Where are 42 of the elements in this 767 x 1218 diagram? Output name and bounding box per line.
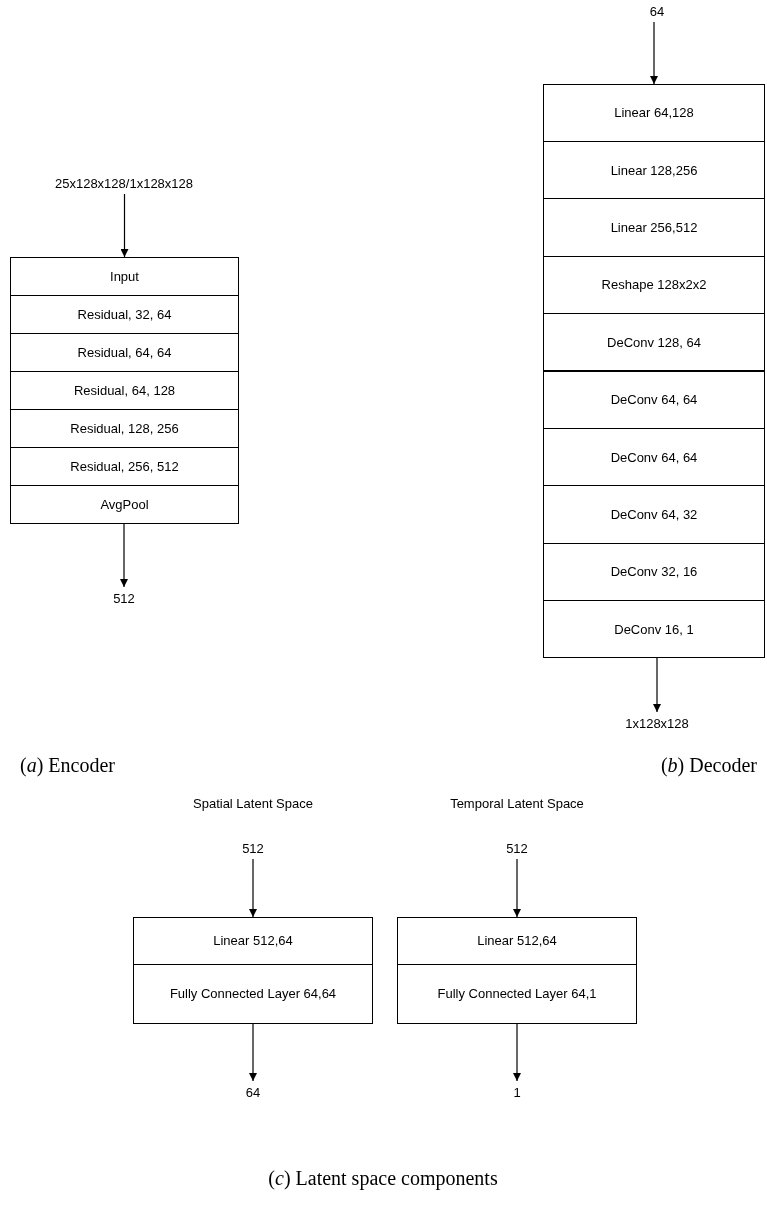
- tensor-size: 25x128x128/1x128x128: [44, 174, 204, 192]
- arrow: [120, 522, 128, 588]
- layer-box: Linear 512,64: [397, 916, 637, 965]
- caption: (a) Encoder: [20, 753, 115, 779]
- layer-box: Fully Connected Layer 64,1: [397, 963, 637, 1024]
- arrow: [513, 1022, 521, 1082]
- layer-box: DeConv 64, 64: [543, 427, 765, 487]
- layer-box: Linear 512,64: [133, 916, 373, 965]
- section-title: Spatial Latent Space: [192, 795, 314, 813]
- tensor-size: 64: [627, 2, 687, 20]
- layer-box: AvgPool: [10, 484, 239, 524]
- arrow: [650, 21, 658, 85]
- caption: (b) Decoder: [660, 753, 757, 779]
- layer-box: Linear 128,256: [543, 140, 765, 200]
- tensor-size: 512: [487, 839, 547, 857]
- arrow: [249, 1022, 257, 1082]
- arrow: [249, 858, 257, 918]
- layer-box: Residual, 64, 64: [10, 332, 239, 372]
- layer-box: DeConv 64, 64: [543, 370, 765, 429]
- layer-box: Residual, 256, 512: [10, 446, 239, 486]
- tensor-size: 512: [94, 589, 154, 607]
- tensor-size: 1x128x128: [612, 714, 702, 732]
- arrow: [513, 858, 521, 918]
- arrow: [120, 193, 129, 258]
- layer-box: Input: [10, 256, 239, 296]
- layer-box: Linear 256,512: [543, 198, 765, 257]
- layer-box: Residual, 128, 256: [10, 408, 239, 448]
- layer-box: Residual, 32, 64: [10, 294, 239, 334]
- layer-box: DeConv 64, 32: [543, 485, 765, 544]
- layer-box: DeConv 32, 16: [543, 542, 765, 602]
- tensor-size: 1: [487, 1083, 547, 1101]
- caption: (c) Latent space components: [267, 1166, 499, 1192]
- layer-box: DeConv 128, 64: [543, 313, 765, 372]
- layer-box: Linear 64,128: [543, 83, 765, 142]
- section-title: Temporal Latent Space: [449, 795, 585, 813]
- layer-box: Fully Connected Layer 64,64: [133, 963, 373, 1024]
- layer-box: Residual, 64, 128: [10, 370, 239, 410]
- tensor-size: 512: [223, 839, 283, 857]
- layer-box: DeConv 16, 1: [543, 600, 765, 659]
- arrow: [653, 657, 661, 713]
- tensor-size: 64: [223, 1083, 283, 1101]
- layer-box: Reshape 128x2x2: [543, 255, 765, 315]
